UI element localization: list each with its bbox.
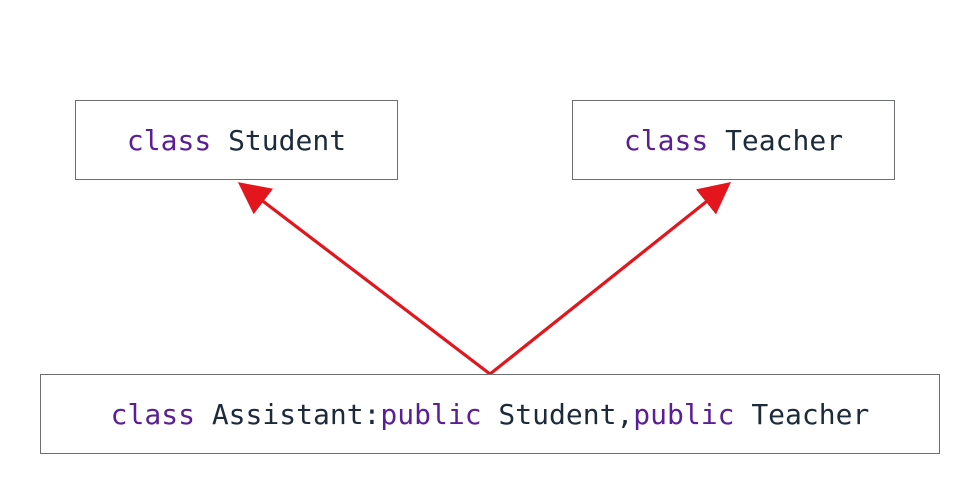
student-class-box: class Student [75, 100, 398, 180]
assistant-class-box: class Assistant:public Student,public Te… [40, 374, 940, 454]
public-keyword: public [380, 397, 482, 431]
public-keyword: public [633, 397, 735, 431]
inheritance-colon: : [363, 397, 381, 431]
arrow-assistant-to-student [237, 182, 491, 376]
teacher-class-name: Teacher [725, 123, 844, 157]
base-separator-comma: , [616, 397, 634, 431]
arrow-assistant-to-teacher [489, 182, 732, 376]
assistant-class-name: Assistant [211, 397, 364, 431]
class-keyword: class [126, 123, 212, 157]
teacher-class-box: class Teacher [572, 100, 895, 180]
base-class-student: Student [498, 397, 617, 431]
base-class-teacher: Teacher [751, 397, 870, 431]
class-keyword: class [110, 397, 195, 431]
student-class-name: Student [228, 123, 347, 157]
class-keyword: class [623, 123, 709, 157]
